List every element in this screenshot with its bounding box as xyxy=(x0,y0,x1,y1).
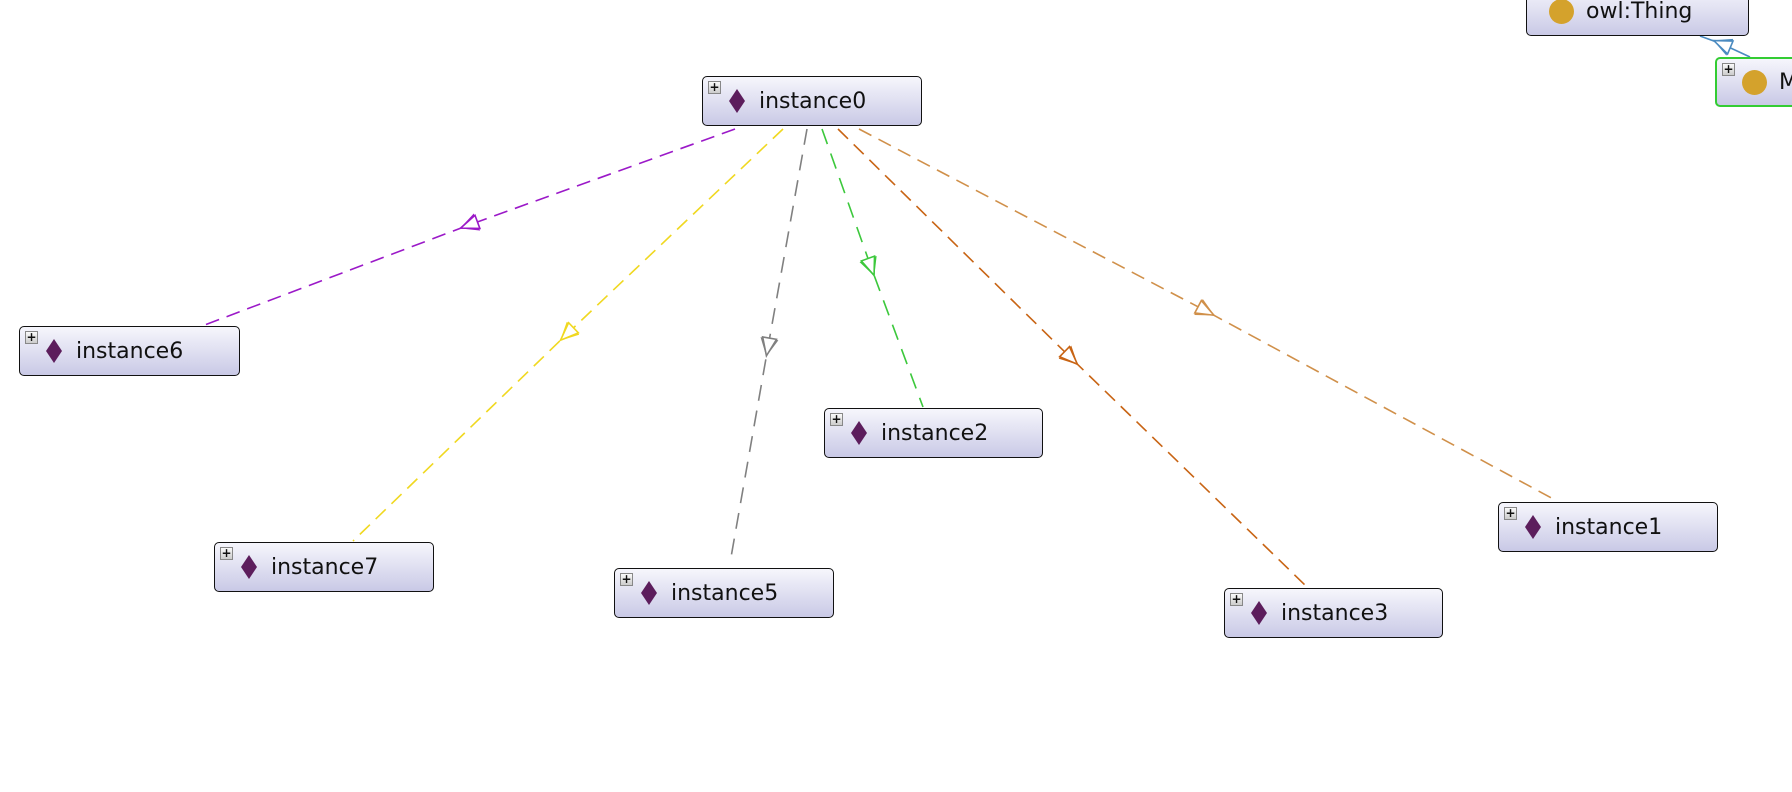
node-label: instance0 xyxy=(759,88,867,114)
individual-node-instance7[interactable]: + instance7 xyxy=(214,542,434,592)
expand-icon[interactable]: + xyxy=(25,330,38,344)
edge-instance2 xyxy=(821,128,924,408)
node-label: instance3 xyxy=(1281,600,1389,626)
class-node-owl-thing[interactable]: owl:Thing xyxy=(1526,0,1749,36)
expand-icon[interactable]: + xyxy=(1722,62,1735,76)
expand-icon[interactable]: + xyxy=(220,546,233,560)
edge-arrowhead-icon xyxy=(1058,345,1080,366)
class-icon xyxy=(1549,0,1574,24)
individual-node-instance0[interactable]: + instance0 xyxy=(702,76,922,126)
individual-node-instance6[interactable]: + instance6 xyxy=(19,326,240,376)
individual-node-instance3[interactable]: + instance3 xyxy=(1224,588,1443,638)
expand-icon[interactable]: + xyxy=(1230,592,1243,606)
node-label: instance7 xyxy=(271,554,379,580)
node-label: instance2 xyxy=(881,420,989,446)
edge-arrowhead-icon xyxy=(859,254,876,278)
expand-icon[interactable]: + xyxy=(830,412,843,426)
edge-instance6 xyxy=(201,128,736,327)
individual-icon xyxy=(241,555,257,579)
class-node-m[interactable]: + M xyxy=(1715,57,1792,107)
node-label: instance1 xyxy=(1555,514,1663,540)
expand-icon[interactable]: + xyxy=(708,80,721,94)
individual-node-instance1[interactable]: + instance1 xyxy=(1498,502,1718,552)
class-icon xyxy=(1742,69,1767,95)
edge-arrowhead-icon xyxy=(1193,299,1216,317)
individual-icon xyxy=(851,421,867,445)
edge-arrowhead-icon xyxy=(458,213,482,230)
edge-arrowhead-icon xyxy=(1711,39,1735,56)
node-label: M xyxy=(1779,69,1792,95)
individual-node-instance5[interactable]: + instance5 xyxy=(614,568,834,618)
expand-icon[interactable]: + xyxy=(620,572,633,586)
individual-icon xyxy=(729,89,745,113)
edge-arrowhead-icon xyxy=(558,321,580,342)
node-label: instance5 xyxy=(671,580,779,606)
individual-node-instance2[interactable]: + instance2 xyxy=(824,408,1043,458)
edge-arrowhead-icon xyxy=(761,335,778,359)
node-label: owl:Thing xyxy=(1586,0,1693,24)
individual-icon xyxy=(641,581,657,605)
individual-icon xyxy=(1251,601,1267,625)
node-label: instance6 xyxy=(76,338,184,364)
individual-icon xyxy=(46,339,62,363)
expand-icon[interactable]: + xyxy=(1504,506,1517,520)
individual-icon xyxy=(1525,515,1541,539)
